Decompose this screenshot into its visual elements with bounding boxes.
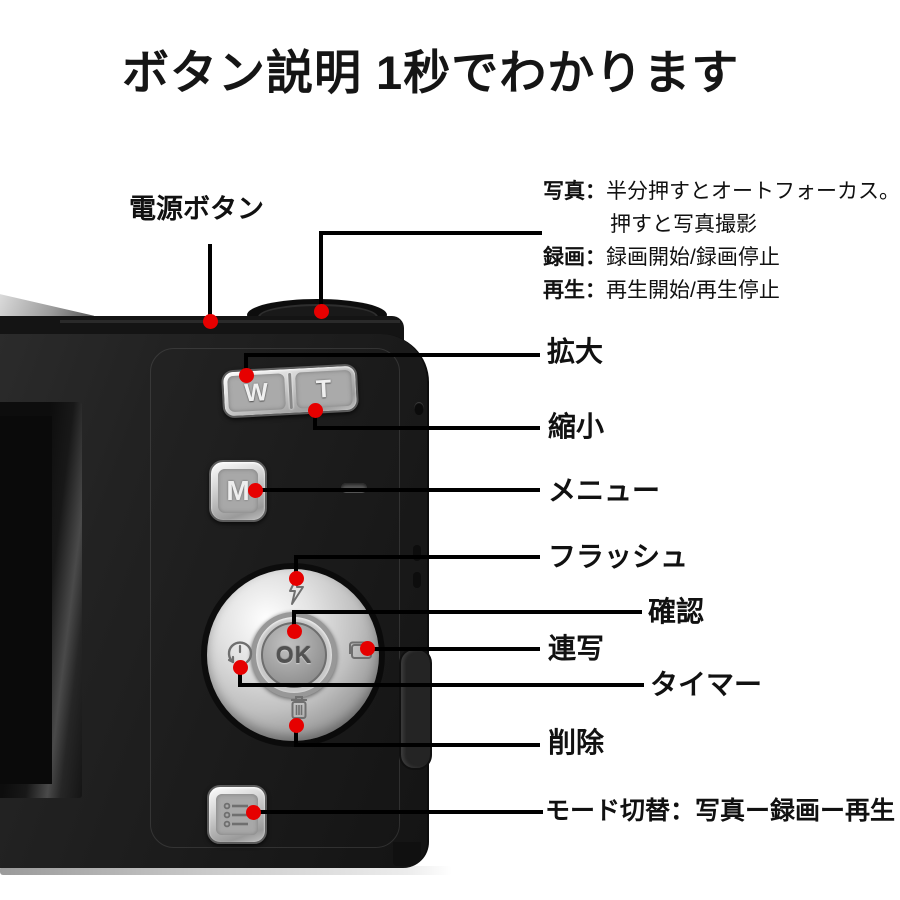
delete-line-v: [294, 725, 298, 746]
timer-label: タイマー: [650, 669, 763, 700]
flash-line-v: [294, 556, 298, 579]
legend-photo-line2: 押すと写真撮影: [610, 213, 757, 236]
burst-label: 連写: [548, 633, 605, 664]
mode-line: [253, 810, 543, 814]
delete-label: 削除: [548, 727, 605, 758]
ok-line-h: [292, 610, 642, 614]
page-title: ボタン説明 1秒でわかります: [122, 46, 740, 99]
flash-dot: [289, 571, 304, 586]
rocker-divider: [287, 372, 293, 410]
lcd-screen: [0, 416, 52, 784]
legend-video-key: 録画：: [543, 246, 606, 269]
body-notch: [393, 842, 421, 866]
side-slit: [413, 572, 421, 588]
legend-video-desc: 録画開始/録画停止: [606, 246, 780, 269]
mode-icon: [223, 802, 248, 827]
legend-play-desc: 再生開始/再生停止: [606, 279, 780, 302]
legend-photo-desc1: 半分押すとオートフォーカス。: [606, 180, 900, 203]
legend-photo-line1: 写真：半分押すとオートフォーカス。: [543, 175, 900, 208]
shutter-line-h: [319, 231, 542, 235]
menu-button-letter: M: [226, 475, 250, 506]
strap-lug: [399, 648, 432, 770]
camera-ground-shadow: [0, 866, 452, 875]
burst-line: [367, 647, 540, 651]
delete-line-h: [294, 743, 540, 747]
power-dot: [203, 314, 218, 329]
tele-button: T: [294, 369, 353, 409]
timer-icon: [227, 641, 253, 664]
camera-top-highlight: [60, 320, 400, 323]
ok-dot: [287, 624, 302, 639]
zoom-out-line-h: [313, 426, 540, 430]
shutter-line-v: [319, 233, 323, 312]
ok-line-v: [292, 611, 296, 632]
trash-icon: [291, 696, 307, 719]
timer-dot: [233, 660, 248, 675]
tele-dot: [308, 403, 323, 418]
shutter-dot: [314, 304, 329, 319]
ok-button-label: OK: [275, 641, 313, 668]
timer-line-h: [238, 683, 644, 687]
power-line: [208, 244, 212, 322]
legend-video-line: 録画：録画開始/録画停止: [543, 241, 900, 274]
legend-photo-key: 写真：: [543, 180, 606, 203]
menu-line: [255, 488, 540, 492]
legend-play-key: 再生：: [543, 279, 606, 302]
ok-label: 確認: [648, 596, 705, 627]
mode-label: モード切替：写真ー録画ー再生: [545, 797, 896, 825]
zoom-in-label: 拡大: [547, 336, 604, 367]
legend-play-line: 再生：再生開始/再生停止: [543, 274, 900, 307]
power-label: 電源ボタン: [129, 194, 264, 224]
side-port-dot: [414, 402, 424, 415]
flash-label: フラッシュ: [548, 541, 689, 572]
timer-line-v: [238, 667, 242, 686]
wide-button: W: [227, 373, 286, 413]
side-slit: [413, 545, 421, 561]
mode-dot: [246, 805, 261, 820]
menu-dot: [248, 483, 263, 498]
trash-dot: [289, 718, 304, 733]
zoom-out-label: 縮小: [548, 411, 605, 442]
zoom-in-line-v: [244, 355, 248, 376]
camera-back-panel: [150, 348, 400, 848]
shutter-legend: 写真：半分押すとオートフォーカス。 押すと写真撮影 録画：録画開始/録画停止 再…: [543, 175, 900, 307]
zoom-in-line-h: [244, 353, 540, 357]
flash-icon: [289, 576, 304, 605]
tele-button-letter: T: [315, 374, 333, 404]
wide-dot: [239, 368, 254, 383]
menu-label: メニュー: [548, 475, 661, 506]
flash-line-h: [294, 555, 540, 559]
zoom-out-line-v: [313, 410, 317, 429]
burst-dot: [360, 641, 375, 656]
